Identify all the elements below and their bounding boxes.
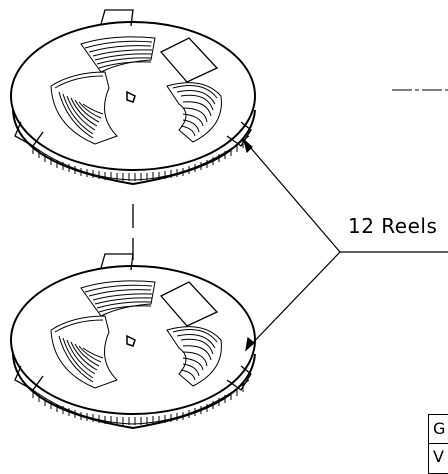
info-table: G V: [428, 414, 448, 474]
callout-leaders: [242, 138, 448, 352]
reel-bottom: [10, 253, 256, 429]
table-row: G: [429, 415, 448, 444]
callout-label: 12 Reels: [348, 214, 438, 238]
table-cell: G: [433, 419, 446, 438]
reel-top: [10, 9, 256, 185]
table-cell: V: [433, 447, 444, 466]
